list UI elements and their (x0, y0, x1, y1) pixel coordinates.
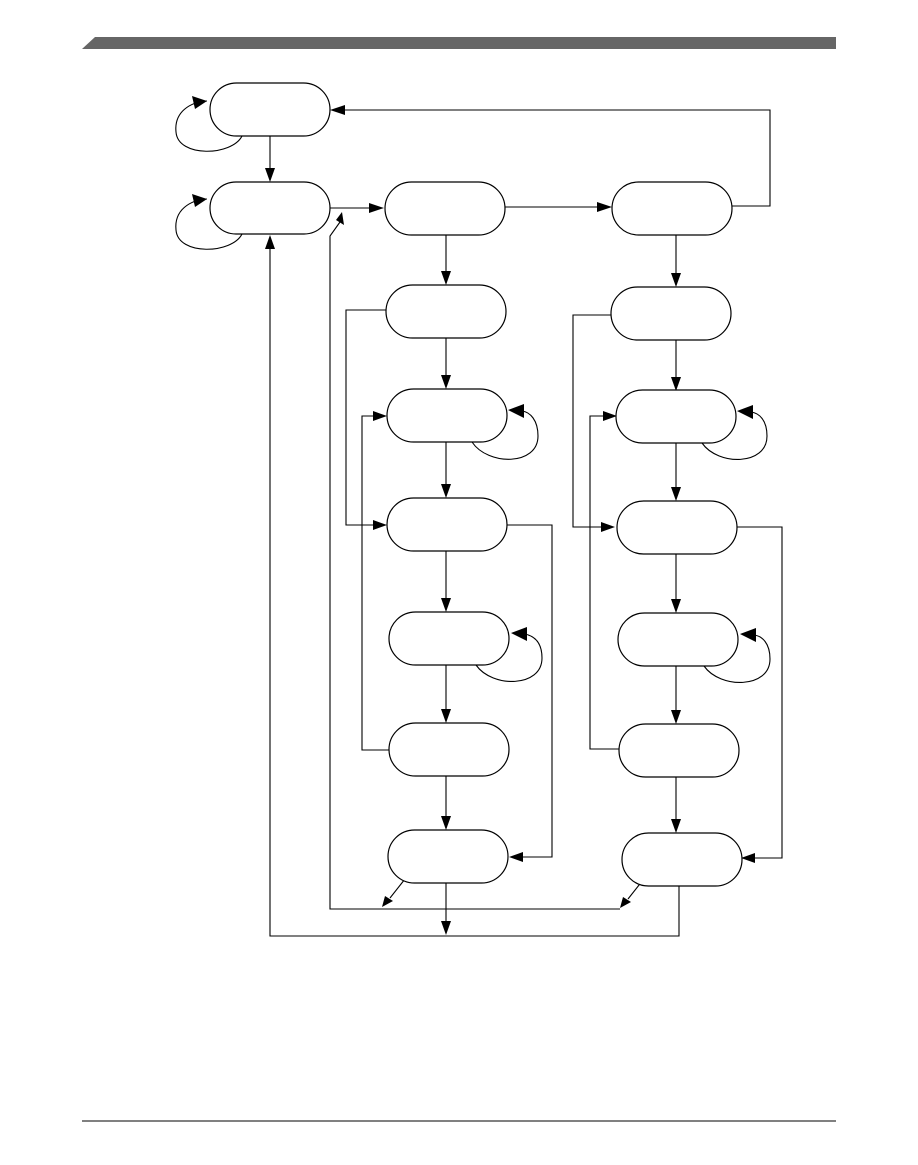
state-s5 (385, 284, 507, 339)
arrowheads (192, 96, 756, 935)
arrowhead (382, 896, 393, 907)
arrowhead (441, 709, 451, 723)
edge-s9-s15 (506, 524, 553, 858)
arrowhead (369, 203, 384, 213)
arrowhead (671, 710, 681, 724)
arrowhead (265, 235, 275, 249)
self-loop-s11 (475, 633, 543, 682)
arrowhead (441, 484, 451, 498)
state-s11 (388, 611, 510, 666)
arrowhead (671, 819, 681, 833)
arrowhead (373, 411, 387, 421)
arrowhead (192, 96, 207, 109)
state-s12 (617, 612, 739, 667)
arrowhead (740, 628, 756, 642)
state-s16 (621, 832, 743, 887)
state-s4 (611, 181, 733, 236)
state-s1 (209, 82, 331, 137)
arrowhead (603, 411, 617, 421)
arrowhead (441, 271, 451, 285)
arrowhead (441, 598, 451, 612)
state-s8 (615, 389, 737, 444)
arrowhead (671, 273, 681, 287)
arrowhead (336, 212, 344, 225)
arrowhead (671, 487, 681, 501)
arrowhead (265, 168, 275, 182)
edge-return-s2-s3 (329, 221, 620, 910)
state-s10 (616, 500, 738, 555)
edges (175, 100, 783, 937)
state-s13 (388, 722, 510, 777)
arrowhead (509, 852, 523, 862)
state-s14 (618, 723, 740, 778)
arrowhead (671, 599, 681, 613)
arrowhead (192, 194, 207, 207)
arrowhead (373, 520, 387, 530)
state-s6 (610, 286, 732, 341)
self-loop-s8 (701, 411, 768, 460)
self-loop-s2 (175, 198, 243, 250)
arrowhead (441, 816, 451, 830)
arrowhead (441, 375, 451, 389)
edge-s13-s7 (361, 415, 389, 751)
arrowhead (597, 202, 612, 212)
arrowhead (671, 377, 681, 391)
arrowhead (601, 522, 615, 532)
edge-s6-s10 (572, 314, 611, 528)
arrowhead (741, 853, 755, 863)
self-loop-s1 (175, 100, 243, 152)
state-s3 (384, 181, 506, 236)
header-bar (82, 37, 836, 49)
arrowhead (508, 404, 524, 418)
state-s7 (386, 388, 508, 443)
arrowhead (330, 105, 345, 115)
edge-s14-s8 (589, 415, 619, 750)
state-s2 (209, 181, 331, 235)
self-loop-s7 (471, 410, 539, 460)
edge-s5-s9 (345, 309, 386, 526)
states (209, 82, 743, 887)
state-s9 (386, 497, 508, 552)
arrowhead (441, 921, 451, 935)
edge-s15-exit (389, 878, 406, 899)
arrowhead (620, 897, 631, 908)
edge-s10-s16 (736, 526, 783, 859)
self-loop-s12 (703, 634, 771, 683)
arrowhead (511, 627, 527, 641)
state-s15 (387, 829, 509, 884)
edge-loop-back-s2 (269, 248, 680, 937)
edge-s4-s1 (344, 109, 771, 207)
arrowhead (737, 405, 753, 419)
